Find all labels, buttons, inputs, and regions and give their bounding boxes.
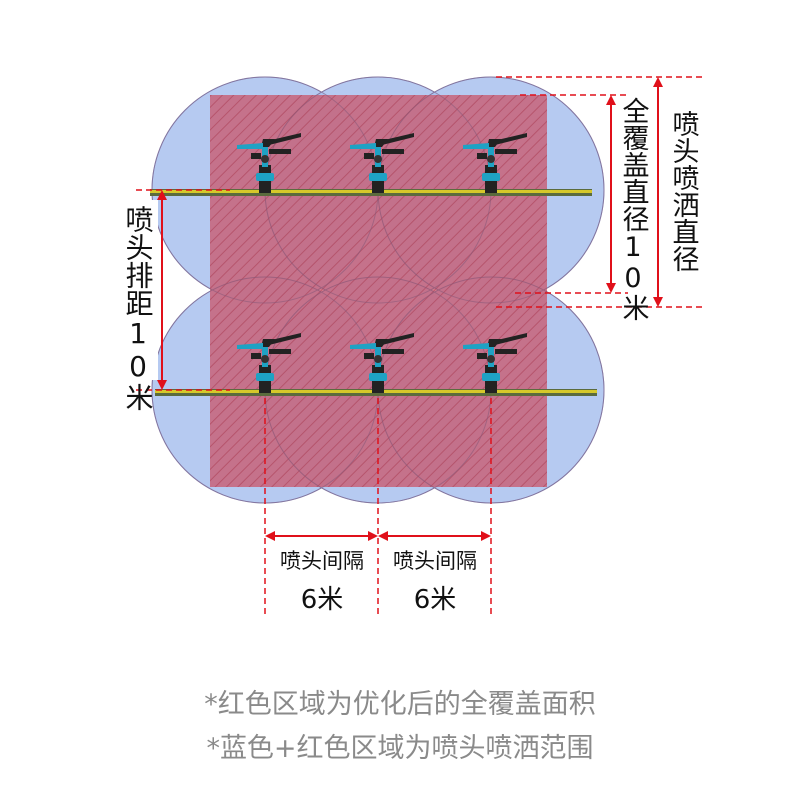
interval-label-1: 喷头间隔	[280, 549, 364, 573]
spray-diameter-label: 喷头喷洒直径	[668, 110, 700, 272]
dimension-guides	[136, 76, 703, 615]
row-spacing-label-bg	[118, 200, 158, 380]
dimension-arrows	[157, 77, 663, 541]
interval-label-2: 喷头间隔	[393, 549, 477, 573]
full-cover-diameter-label: 全覆盖直径10米	[618, 97, 650, 321]
interval-value-1: 6米	[301, 585, 344, 615]
interval-value-2: 6米	[414, 585, 457, 615]
row-spacing-label: 喷头排距10米	[122, 205, 155, 411]
footnote-red-area: *红色区域为优化后的全覆盖面积	[204, 689, 596, 720]
pipe-top	[150, 189, 592, 196]
footnote-blue-red-area: *蓝色+红色区域为喷头喷洒范围	[206, 733, 593, 764]
